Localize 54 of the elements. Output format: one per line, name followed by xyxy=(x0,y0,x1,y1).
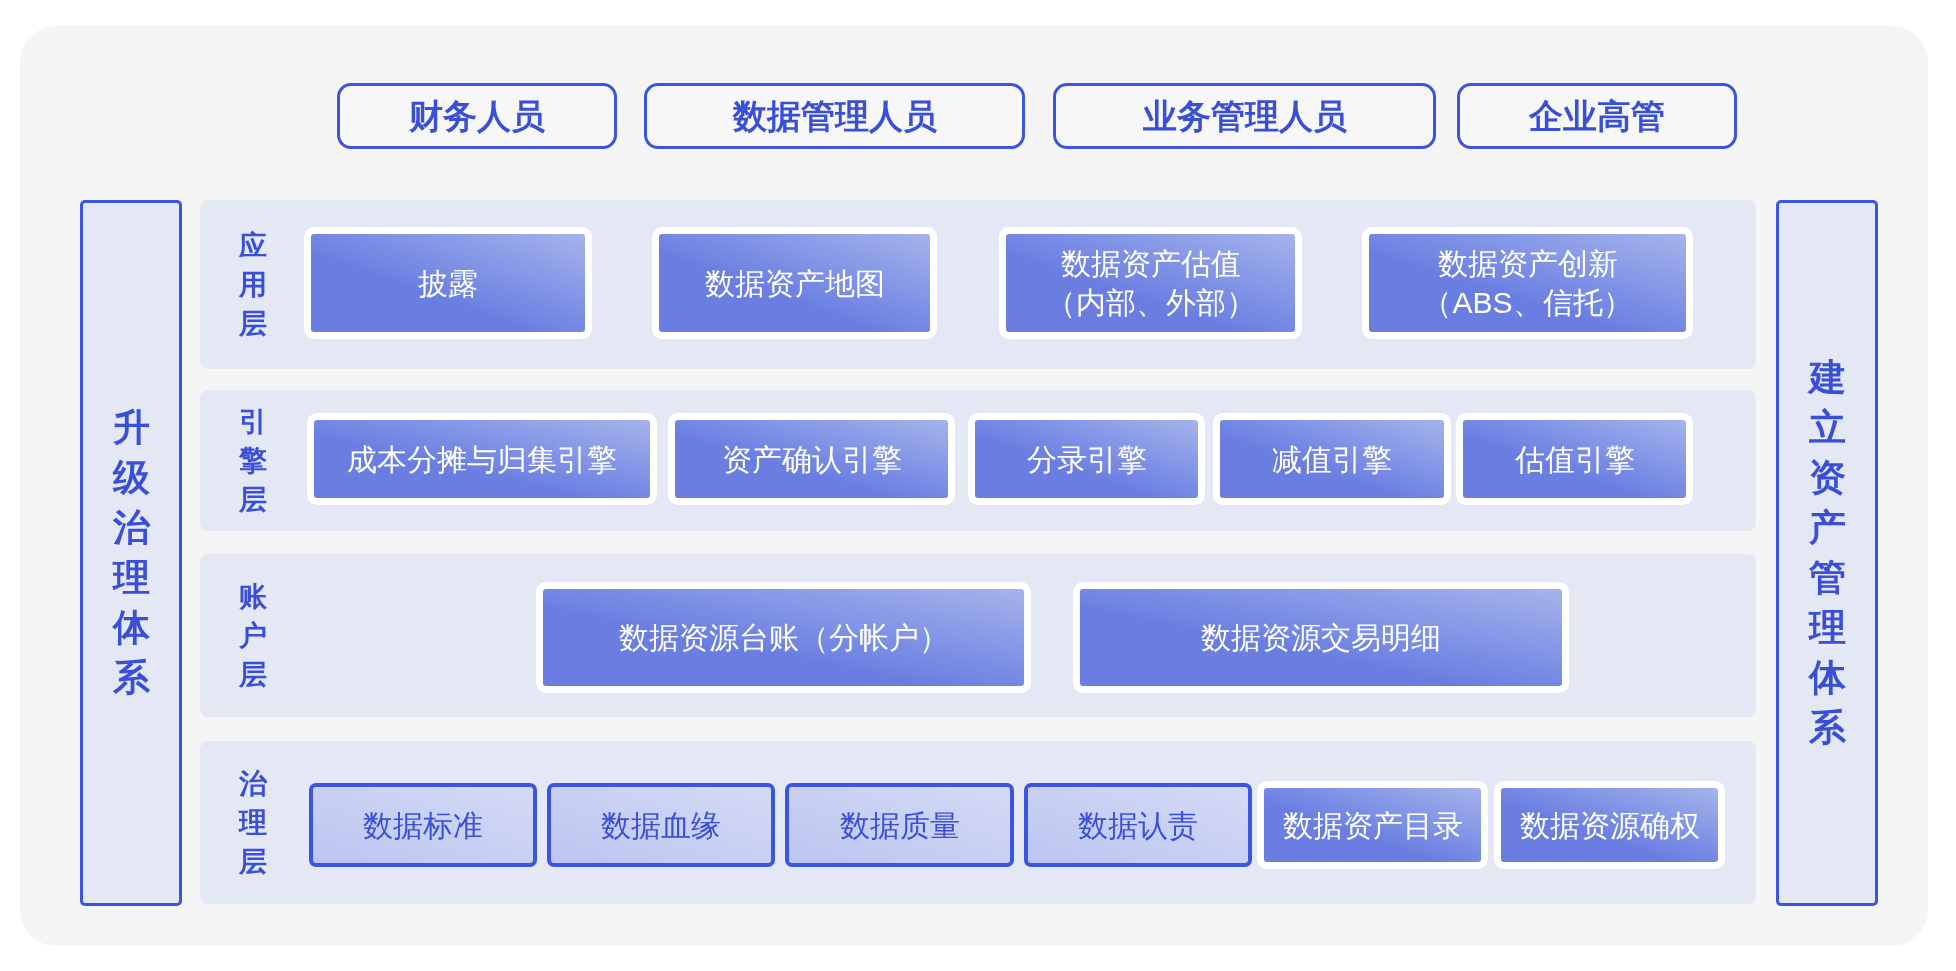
role-label: 业务管理人员 xyxy=(1142,95,1347,137)
module-label: 数据资产地图 xyxy=(704,265,885,302)
layer-band xyxy=(200,200,1756,369)
governance-box xyxy=(547,783,775,867)
module-label: 成本分摊与归集引擎 xyxy=(347,441,617,478)
module-label: 减值引擎 xyxy=(1272,441,1392,478)
role-box xyxy=(644,83,1025,149)
module-label: 数据资源交易明细 xyxy=(1201,620,1441,656)
module-box xyxy=(307,413,657,505)
role-label: 财务人员 xyxy=(409,95,545,137)
layer-title: 账户层 xyxy=(239,580,267,692)
role-box xyxy=(337,83,617,149)
module-label: 数据标准 xyxy=(363,807,483,844)
module-box xyxy=(536,582,1031,693)
module-label: 数据资产目录 xyxy=(1282,807,1463,844)
module-label: 数据质量 xyxy=(839,807,960,844)
module-box xyxy=(1257,781,1488,869)
banner-title: 建立资产管理体系 xyxy=(1808,356,1846,750)
module-label: 数据血缘 xyxy=(601,807,721,844)
module-label: 估值引擎 xyxy=(1514,441,1635,478)
module-box xyxy=(999,227,1302,339)
layer-title: 治理层 xyxy=(239,767,267,879)
module-label: 资产确认引擎 xyxy=(721,441,902,478)
banner-title: 升级治理体系 xyxy=(112,406,150,700)
module-box xyxy=(304,227,592,339)
module-box xyxy=(652,227,937,339)
module-box xyxy=(1494,781,1725,869)
layer-band xyxy=(200,741,1756,904)
module-box xyxy=(1073,582,1569,693)
module-label: 数据资源确权 xyxy=(1519,807,1700,844)
module-label: 分录引擎 xyxy=(1026,441,1147,478)
layer-band xyxy=(200,554,1756,717)
layer-band xyxy=(200,390,1756,531)
role-label: 企业高管 xyxy=(1529,95,1665,137)
governance-box xyxy=(1024,783,1252,867)
role-box xyxy=(1053,83,1436,149)
module-box xyxy=(1456,413,1693,505)
module-label: 披露 xyxy=(418,265,478,302)
side-banner xyxy=(1776,200,1878,906)
role-box xyxy=(1457,83,1737,149)
module-box xyxy=(1213,413,1451,505)
module-box xyxy=(968,413,1205,505)
module-label: 数据资产创新（ABS、信托） xyxy=(1421,246,1634,321)
governance-box xyxy=(309,783,537,867)
governance-box xyxy=(785,783,1014,867)
module-box xyxy=(668,413,955,505)
role-label: 数据管理人员 xyxy=(732,95,937,137)
module-label: 数据资产估值（内部、外部） xyxy=(1044,246,1257,321)
module-label: 数据认责 xyxy=(1078,807,1198,844)
module-box xyxy=(1362,227,1693,339)
layer-title: 引擎层 xyxy=(239,405,267,517)
layer-title: 应用层 xyxy=(239,229,267,341)
module-label: 数据资源台账（分帐户） xyxy=(618,620,949,656)
side-banner xyxy=(80,200,182,906)
